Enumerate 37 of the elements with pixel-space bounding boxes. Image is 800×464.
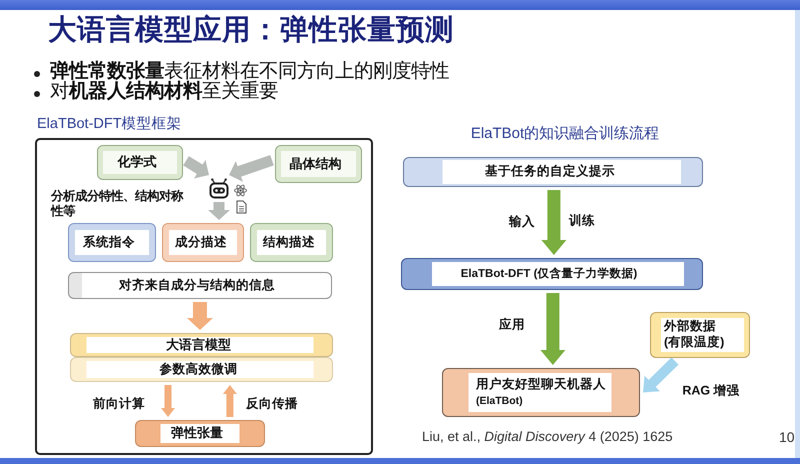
arrow [186, 302, 213, 330]
box-title: 用户友好型聊天机器人 [476, 376, 606, 392]
process-box: 成分描述 [162, 223, 244, 262]
arrow-label: 训练 [569, 214, 595, 228]
process-box: 对齐来自成分与结构的信息 [68, 272, 332, 299]
process-box: 弹性张量 [135, 420, 265, 447]
process-box: 晶体结构 [275, 145, 362, 183]
edge-label: 输入 [506, 214, 537, 229]
arrow [540, 293, 566, 365]
arrow [208, 202, 230, 220]
process-box: 化学式 [97, 145, 183, 180]
arrow [222, 385, 237, 417]
annotation-text: 分析成分特性、结构对称性等 [51, 189, 184, 218]
bullet-text: 弹性常数张量表征材料在不同方向上的刚度特性 [50, 60, 449, 82]
process-box: 外部数据 (有限温度) [650, 312, 750, 358]
process-box: 大语言模型 [70, 333, 333, 357]
process-box: 结构描述 [250, 223, 333, 262]
page-number: 10 [779, 429, 795, 446]
arrow [183, 156, 212, 180]
section-heading: ElaTBot的知识融合训练流程 [470, 125, 660, 143]
arrow [227, 155, 274, 182]
slide-title: 大语言模型应用：弹性张量预测 [48, 13, 454, 48]
process-box: 系统指令 [68, 223, 156, 262]
bullet-text: 对机器人结构材料至关重要 [50, 80, 278, 104]
edge-label: 反向传播 [244, 396, 300, 412]
box-note: (ElaTBot) [476, 395, 523, 408]
edge-label: RAG 增强 [680, 383, 742, 398]
arrow [161, 385, 176, 417]
process-box [442, 368, 640, 417]
panel-heading: ElaTBot-DFT模型框架 [37, 116, 182, 134]
process-box: ElaTBot-DFT (仅含量子力学数据) [401, 258, 703, 290]
edge-label: 前向计算 [91, 396, 148, 412]
process-box: 参数高效微调 [70, 357, 333, 382]
citation-text: Liu, et al., Digital Discovery 4 (2025) 1625 [422, 429, 673, 446]
arrow [541, 190, 566, 255]
process-box: 基于任务的自定义提示 [403, 157, 703, 187]
robot-icon [209, 178, 229, 199]
